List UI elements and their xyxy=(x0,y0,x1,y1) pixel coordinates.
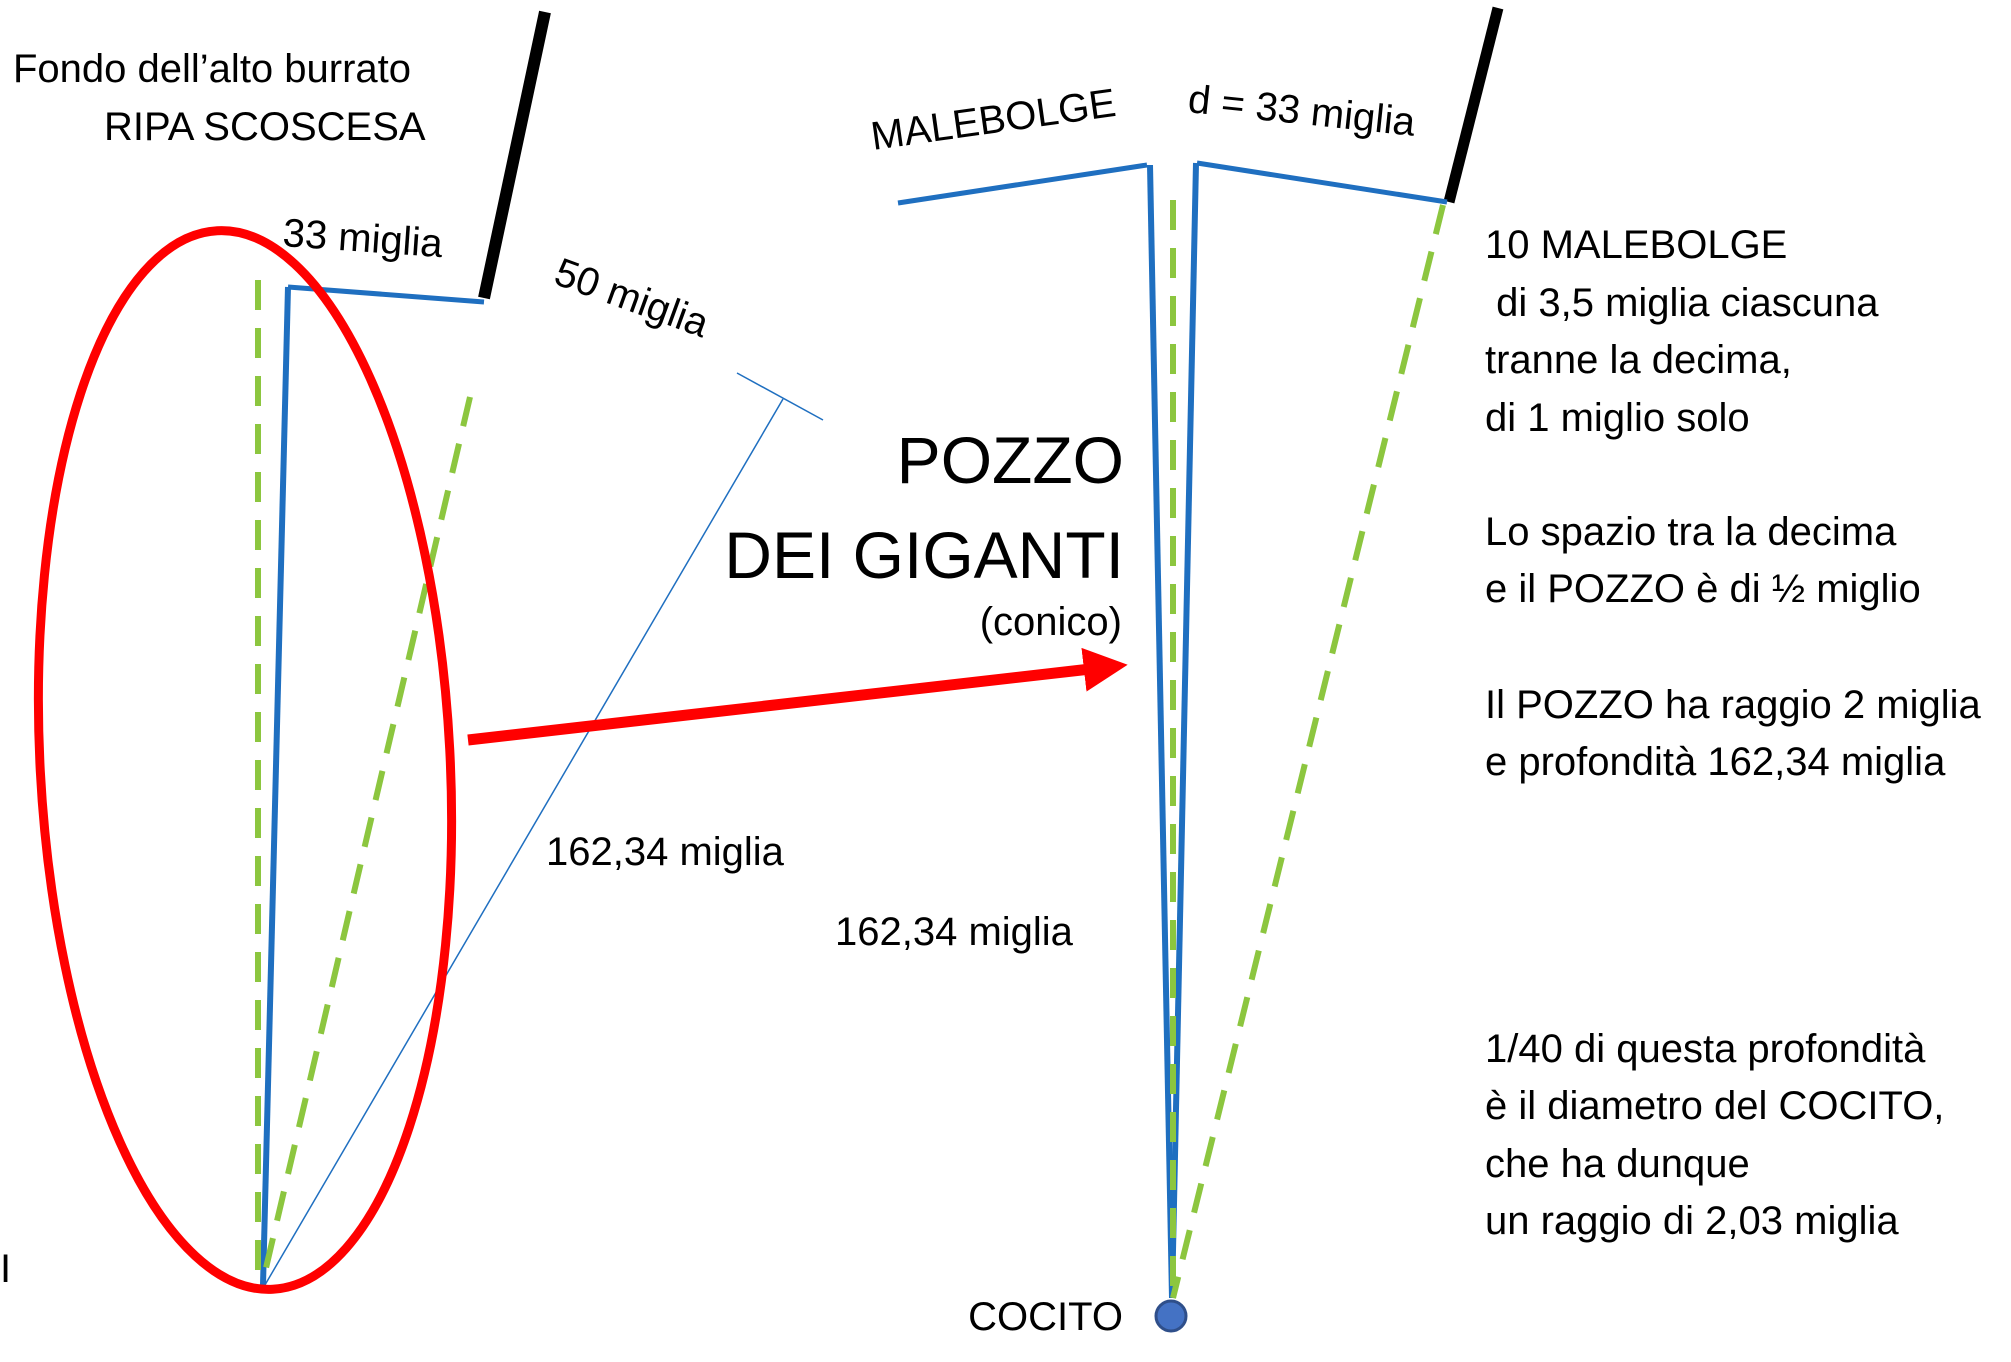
note-4-line-1: 1/40 di questa profondità xyxy=(1485,1027,1926,1071)
edge-mark: I xyxy=(0,1247,11,1291)
note-1-line-3: tranne la decima, xyxy=(1485,338,1792,382)
left-slant-dashed xyxy=(259,396,473,1286)
left-well-side xyxy=(260,286,291,1286)
title-pozzo: POZZO xyxy=(897,423,1124,497)
cone-wall-right xyxy=(1169,162,1199,1299)
notes-panel: 10 MALEBOLGE di 3,5 miglia ciascuna tran… xyxy=(1485,223,1981,1243)
well-diagram: MALEBOLGE d = 33 miglia POZZO DEI GIGANT… xyxy=(724,6,1504,1339)
label-33-miglia: 33 miglia xyxy=(281,211,445,266)
note-2-line-2: e il POZZO è di ½ miglio xyxy=(1485,567,1921,611)
title-conico: (conico) xyxy=(980,600,1122,644)
label-malebolge: MALEBOLGE xyxy=(868,81,1118,159)
title-dei-giganti: DEI GIGANTI xyxy=(724,518,1124,592)
note-1-line-4: di 1 miglio solo xyxy=(1485,396,1750,440)
label-diameter: d = 33 miglia xyxy=(1186,77,1418,145)
cocito-dot xyxy=(1154,1299,1188,1333)
note-4-line-3: che ha dunque xyxy=(1485,1142,1750,1186)
left-detail-diagram: Fondo dell’alto burrato RIPA SCOSCESA 33… xyxy=(0,10,824,1294)
label-50-miglia: 50 miglia xyxy=(549,250,715,346)
note-3-line-2: e profondità 162,34 miglia xyxy=(1485,740,1946,784)
label-left-depth: 162,34 miglia xyxy=(546,830,785,874)
label-well-depth: 162,34 miglia xyxy=(835,910,1074,954)
note-1-line-2: di 3,5 miglia ciascuna xyxy=(1485,281,1879,325)
note-3-line-1: Il POZZO ha raggio 2 miglia xyxy=(1485,683,1981,727)
note-4-line-4: un raggio di 2,03 miglia xyxy=(1485,1199,1899,1243)
slant-dimension-line xyxy=(261,398,784,1291)
label-cocito: COCITO xyxy=(968,1295,1123,1339)
zoom-arrow xyxy=(467,647,1128,746)
rim-left xyxy=(897,162,1148,206)
dimension-tick xyxy=(736,372,824,421)
note-1-line-1: 10 MALEBOLGE xyxy=(1485,223,1787,267)
note-2-line-1: Lo spazio tra la decima xyxy=(1485,510,1897,554)
highlight-ellipse xyxy=(33,226,457,1294)
caption-fondo: Fondo dell’alto burrato xyxy=(13,47,411,91)
ripa-wall-right xyxy=(1443,6,1504,204)
caption-ripa-scoscesa: RIPA SCOSCESA xyxy=(104,105,426,149)
note-4-line-2: è il diametro del COCITO, xyxy=(1485,1084,1944,1128)
ripa-wall-left xyxy=(478,10,551,300)
rim-right xyxy=(1196,160,1448,205)
cone-wall-left xyxy=(1147,164,1175,1299)
well-slant-dashed xyxy=(1170,204,1446,1299)
